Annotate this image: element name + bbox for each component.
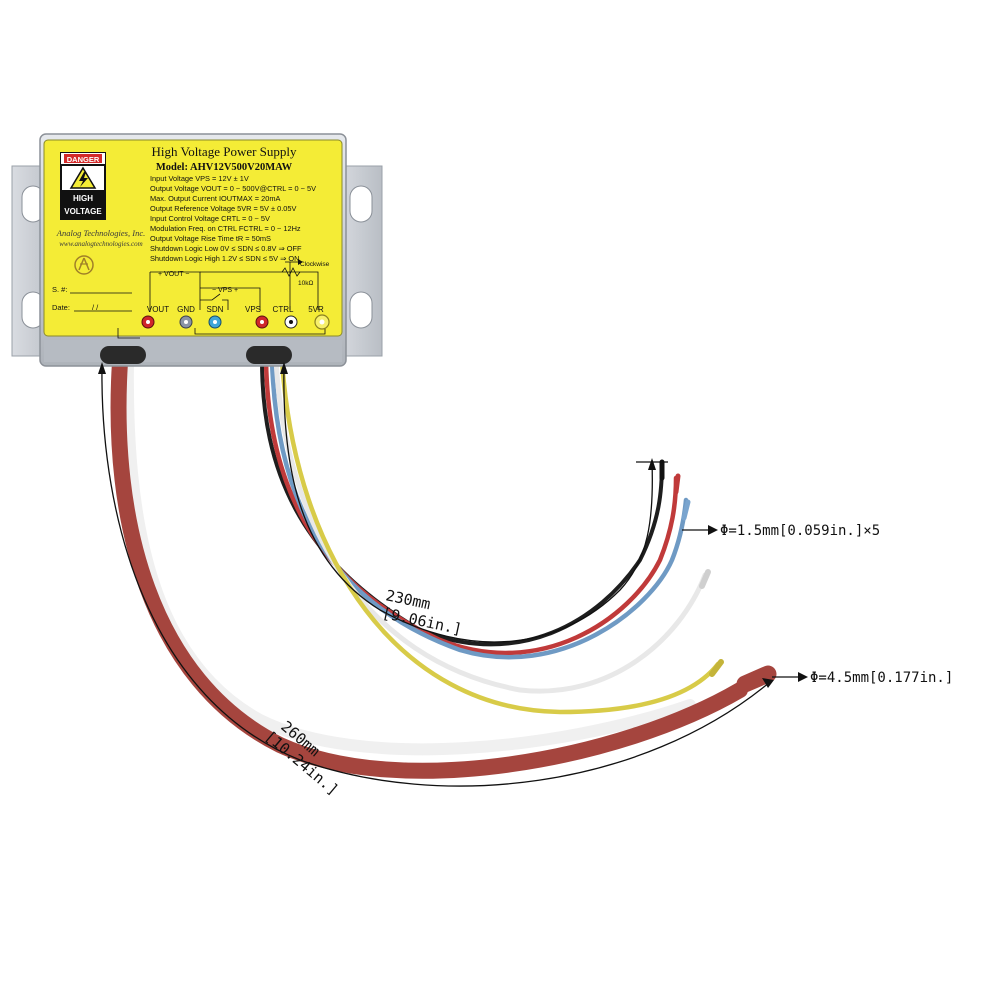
lightning-bolt-icon [79,172,88,187]
terminal-dot [146,320,150,324]
danger-sign: DANGER HIGH VOLTAGE [60,152,106,220]
wire-red [263,357,679,656]
product-label: DANGER HIGH VOLTAGE High Voltage Power S… [43,139,343,339]
terminal-dot [184,320,188,324]
wire-blue-tip [681,499,691,521]
pin-label-vout: VOUT [147,305,169,314]
serial-label: S. #: [52,285,67,294]
logo-circle [74,255,94,275]
spec-line: Output Voltage Rise Time tR = 50mS [150,234,271,243]
thin-wire-bundle [260,357,724,715]
vps-bus-label: − VPS + [212,287,238,294]
wire-thick-red-end [736,665,777,693]
spec-line: Input Control Voltage CRTL = 0 ~ 5V [150,214,270,223]
return-bus [194,328,326,335]
voltage-text: VOLTAGE [64,207,102,216]
thin-length-arc [283,365,653,643]
wire-red-tip [673,473,681,495]
thick-wire-pair [110,354,777,779]
right-mounting-slot-top [349,185,373,223]
wire-yellow-tip [709,659,724,677]
pin-label-gnd: GND [177,305,195,314]
wire-white-tip [699,569,711,589]
pin-terminals [141,314,330,330]
label-title: High Voltage Power Supply [151,144,297,159]
vout-bus-label: + VOUT − [158,271,189,278]
vout-return-arrow [117,328,140,339]
thin-diameter-label: Φ=1.5mm[0.059in.]×5 [720,523,880,539]
label-background [43,139,343,337]
wire-white [273,357,708,694]
danger-text: DANGER [67,155,100,164]
gland-vout [100,346,146,364]
spec-line: Modulation Freq. on CTRL FCTRL = 0 ~ 12H… [150,224,301,233]
pot-resistor [281,267,301,277]
thick-diameter-label: Φ=4.5mm[0.177in.] [810,670,953,686]
terminal-dot [289,320,293,324]
spec-line: Output Reference Voltage 5VR = 5V ± 0.05… [150,204,296,213]
pot-value-label: 10kΩ [298,280,313,287]
terminal-dot [260,320,264,324]
arrowhead [708,525,718,535]
label-model: Model: AHV12V500V20MAW [156,162,293,173]
thick-length-arc [101,365,771,787]
arrowhead [762,678,774,688]
clockwise-label: Clockwise [300,261,330,268]
pin-label-vps: VPS [245,305,261,314]
right-mounting-slot-bottom [349,291,373,329]
spec-line: Output Voltage VOUT = 0 ~ 500V@CTRL = 0 … [150,184,316,193]
arrowhead [98,362,106,374]
spec-line: Max. Output Current IOUTMAX = 20mA [150,194,280,203]
wire-thick-white [121,356,696,756]
enclosure-lower-lip [44,340,342,362]
dimension-annotations [101,365,802,787]
gland-signal [246,346,292,364]
spec-list: Input Voltage VPS = 12V ± 1V Output Volt… [150,174,316,263]
wire-black [260,358,664,647]
pin-label-ctrl: CTRL [273,305,294,314]
vps-bus-line [200,287,261,310]
pin-label-sdn: SDN [207,305,224,314]
arrowhead [280,362,288,374]
wire-thick-red [110,354,748,779]
company-website: www.analogtechnologies.com [59,240,142,248]
spec-line: Shutdown Logic High 1.2V ≤ SDN ≤ 5V ⇒ ON [150,254,299,263]
schematic [117,261,326,339]
arrowhead [648,458,656,470]
terminal-dot [319,319,325,325]
wire-blue [269,357,689,660]
high-text: HIGH [73,194,93,203]
clockwise-arrow-head [298,259,303,265]
pin-labels: VOUT GND SDN VPS CTRL 5VR [147,305,324,314]
company-logo [74,255,94,275]
terminal-dot [213,320,217,324]
spec-line: Shutdown Logic Low 0V ≤ SDN ≤ 0.8V ⇒ OFF [150,244,302,253]
company-name: Analog Technologies, Inc. [56,228,145,238]
danger-header-red [64,154,102,163]
date-value: / / [92,303,99,312]
spec-line: Input Voltage VPS = 12V ± 1V [150,174,249,183]
arrowhead [798,672,808,682]
sdn-switch [200,293,229,310]
pin-label-5vr: 5VR [308,305,324,314]
date-label: Date: [52,303,70,312]
dimension-arrowheads [98,362,808,688]
wire-yellow [279,357,721,715]
